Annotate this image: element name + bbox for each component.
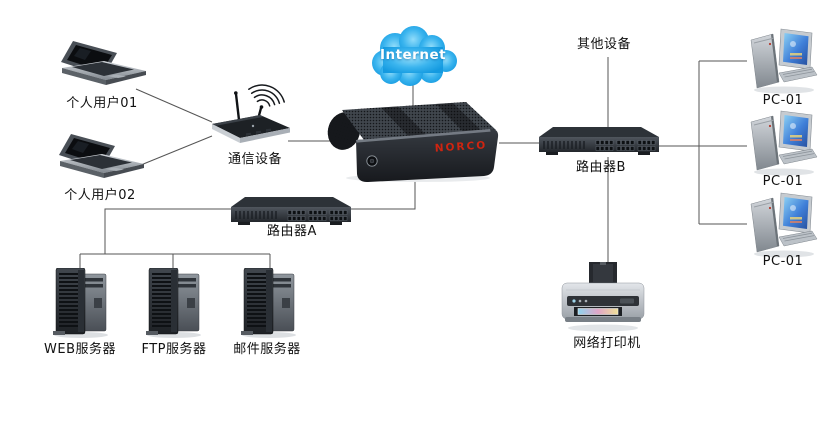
- web-server-icon: [50, 267, 112, 340]
- network-printer-icon: [560, 262, 646, 334]
- laptop-user2-icon: [58, 133, 146, 189]
- label-ftp-server: FTP服务器: [141, 342, 207, 357]
- pc3-icon: [746, 191, 818, 259]
- label-router-a: 路由器A: [267, 224, 317, 239]
- label-user1: 个人用户01: [66, 96, 138, 111]
- label-pc2: PC-01: [762, 174, 804, 189]
- laptop-user1-icon: [60, 40, 148, 96]
- edge-user2-comm-device: [135, 135, 213, 168]
- label-pc1: PC-01: [762, 93, 804, 108]
- label-comm-device: 通信设备: [227, 152, 282, 167]
- label-router-b: 路由器B: [576, 160, 626, 175]
- edge-router-a-server-bus: [104, 208, 232, 254]
- norco-appliance-icon: [318, 98, 503, 183]
- switch-router-b-icon: [538, 126, 660, 158]
- label-pc3: PC-01: [762, 254, 804, 269]
- mail-server-icon: [238, 267, 300, 340]
- label-mail-server: 邮件服务器: [233, 342, 301, 357]
- label-user2: 个人用户02: [64, 188, 136, 203]
- switch-router-a-icon: [230, 196, 352, 228]
- label-printer: 网络打印机: [573, 336, 641, 351]
- edge-firewall-router-a: [351, 170, 416, 210]
- label-web-server: WEB服务器: [44, 342, 116, 357]
- pc1-icon: [746, 27, 818, 95]
- label-other-devices: 其他设备: [576, 37, 631, 52]
- internet-cloud: [363, 23, 463, 87]
- internet-label: Internet: [379, 47, 447, 63]
- edge-user1-comm-device: [135, 88, 213, 123]
- ftp-server-icon: [143, 267, 205, 340]
- pc2-icon: [746, 109, 818, 177]
- wireless-router-icon: [206, 78, 294, 152]
